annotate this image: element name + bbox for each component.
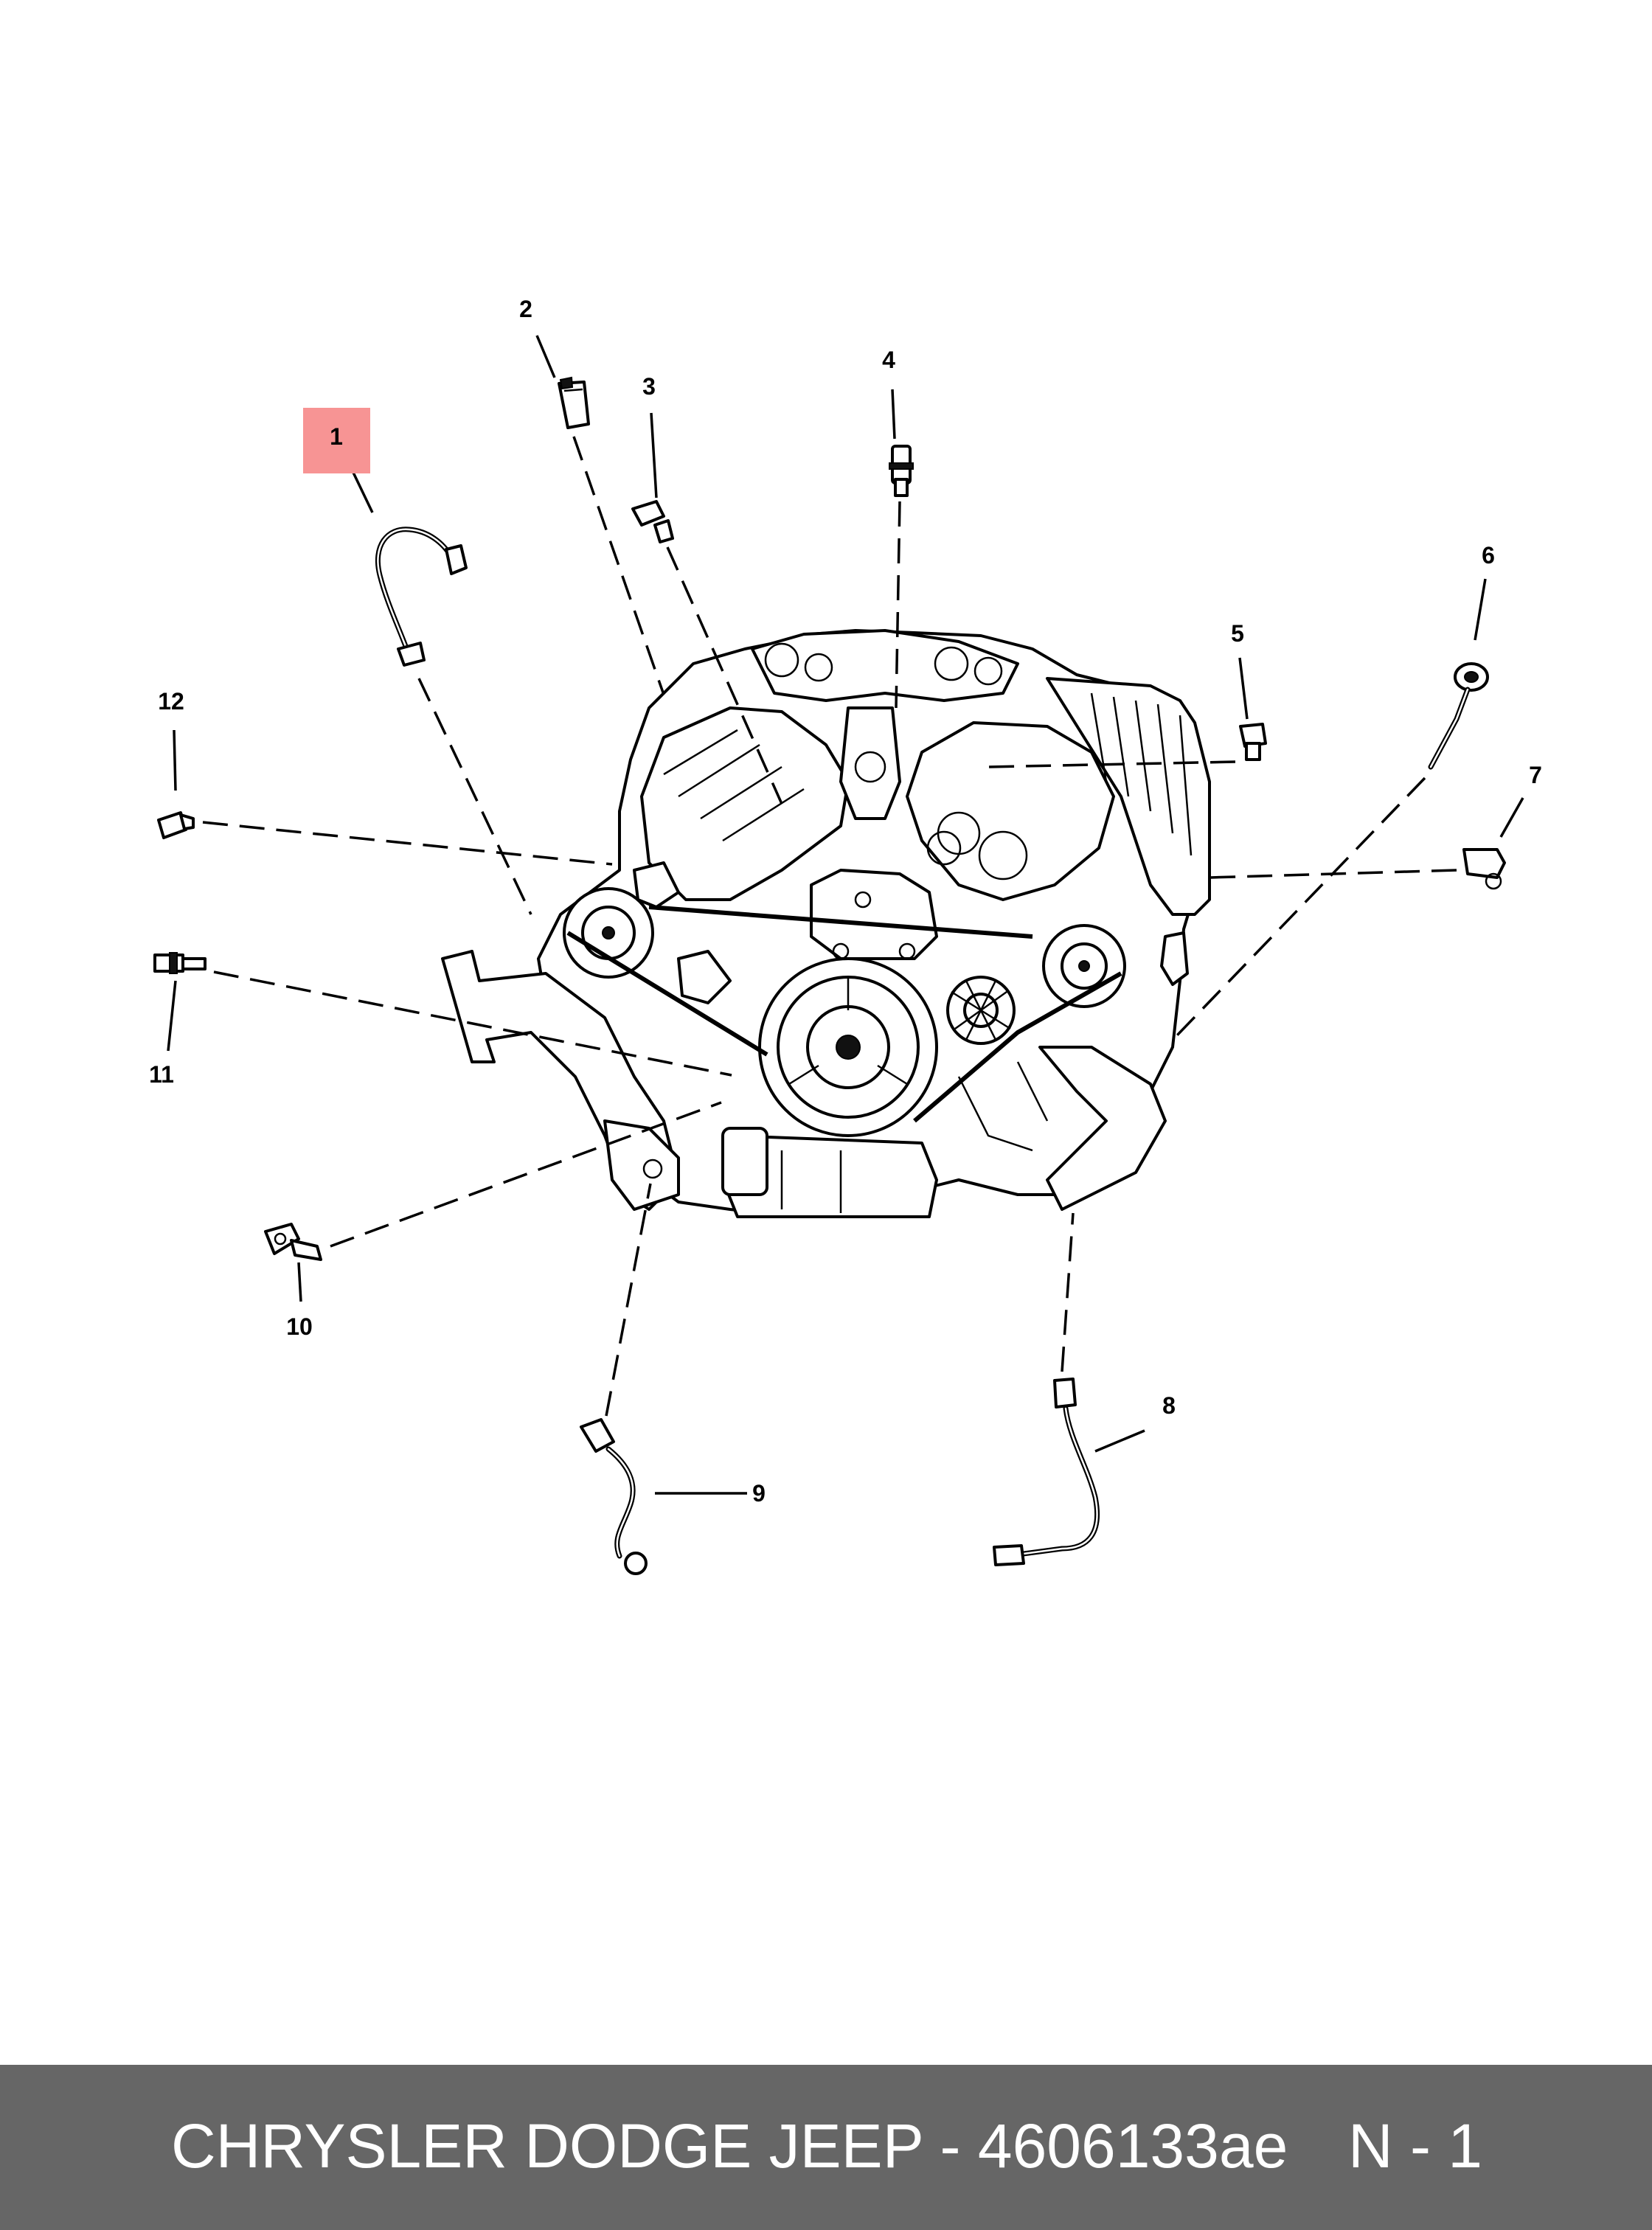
parts-diagram: 1 2 3 4 5 6 7 8 9 10 11 12 [149, 296, 1542, 1575]
callout-5[interactable]: 5 [1231, 620, 1244, 647]
footer-bar: CHRYSLER DODGE JEEP - 4606133ae N - 1 [0, 2065, 1652, 2230]
part-6-sensor [1428, 662, 1489, 770]
part-1-oxygen-sensor [375, 527, 468, 667]
part-2-sensor-connector [558, 376, 590, 429]
callout-4[interactable]: 4 [882, 347, 895, 373]
callout-8[interactable]: 8 [1162, 1392, 1176, 1419]
callout-6[interactable]: 6 [1482, 542, 1495, 569]
callout-2[interactable]: 2 [519, 296, 532, 322]
callout-1[interactable]: 1 [330, 423, 343, 450]
callout-3[interactable]: 3 [642, 373, 656, 400]
callout-1-highlight [303, 408, 370, 473]
callout-leaders [167, 335, 1524, 1495]
locator-lines [202, 436, 1457, 1417]
engine-assembly [441, 629, 1211, 1218]
callout-7[interactable]: 7 [1529, 762, 1542, 788]
part-4-sensor [889, 445, 914, 497]
callout-labels: 1 2 3 4 5 6 7 8 9 10 11 12 [149, 296, 1542, 1507]
part-5-sensor [1239, 723, 1267, 761]
part-8-oxygen-sensor [993, 1378, 1100, 1566]
callout-12[interactable]: 12 [158, 688, 184, 715]
part-7-sensor [1462, 848, 1506, 890]
footer-page-number: N - 1 [1348, 2111, 1483, 2181]
part-11-sensor [153, 952, 206, 974]
part-9-oxygen-sensor [580, 1418, 648, 1575]
callout-11[interactable]: 11 [149, 1061, 174, 1088]
part-3-sensor [631, 500, 674, 543]
part-12-sensor [157, 811, 195, 839]
part-10-sensor [264, 1223, 322, 1261]
footer-title: CHRYSLER DODGE JEEP - 4606133ae [171, 2111, 1288, 2181]
callout-9[interactable]: 9 [752, 1480, 766, 1507]
callout-10[interactable]: 10 [286, 1313, 313, 1340]
